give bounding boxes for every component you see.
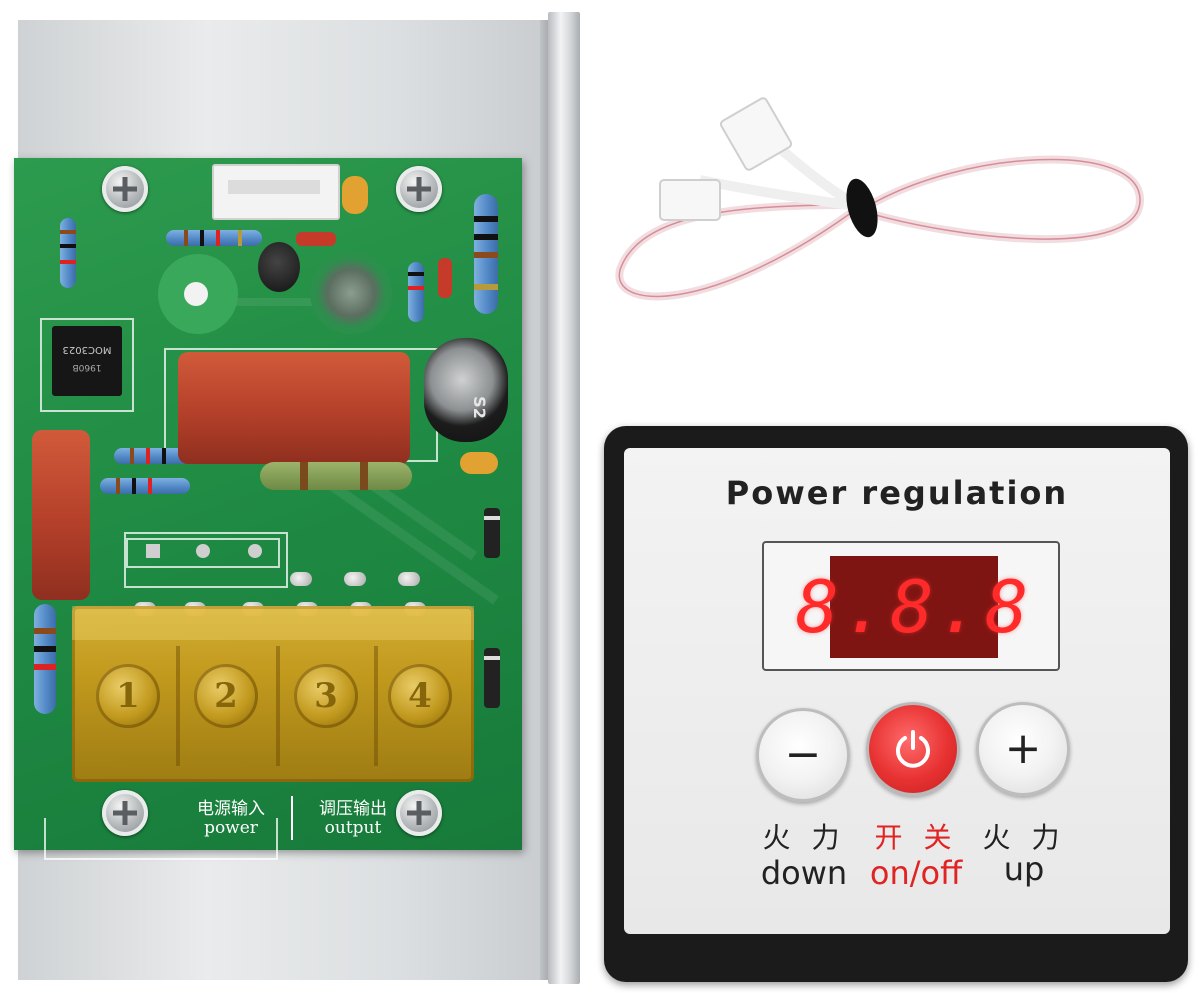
mounting-screw	[396, 166, 442, 212]
inductor	[260, 462, 412, 490]
solder-pad	[146, 544, 160, 558]
plus-icon: +	[1004, 723, 1042, 774]
pcb-trace	[329, 481, 499, 605]
resistor	[60, 218, 76, 288]
silkscreen-outline	[44, 818, 278, 860]
electrolytic-capacitor: S2	[424, 338, 508, 442]
zip-tie	[846, 178, 878, 238]
solder-pad	[398, 572, 420, 586]
terminal-screw-2[interactable]: 2	[194, 664, 258, 728]
minus-icon: −	[784, 729, 822, 780]
terminal-block: 1 2 3 4	[72, 606, 474, 782]
on-off-label-cn: 开 关	[874, 821, 958, 854]
silkscreen-outline	[124, 532, 288, 588]
on-off-label-en: on/off	[869, 854, 963, 892]
large-resistor	[474, 194, 498, 314]
silkscreen-outline	[126, 538, 280, 568]
terminal-divider	[176, 646, 180, 766]
cable-plug-large	[719, 97, 793, 171]
small-electrolytic-capacitor	[258, 242, 300, 292]
ceramic-capacitor	[342, 176, 368, 214]
terminal-screw-4[interactable]: 4	[388, 664, 452, 728]
down-label-en: down	[760, 854, 848, 892]
resistor	[166, 230, 262, 246]
potentiometer	[310, 252, 392, 334]
optocoupler-chip: MOC3023 1960B	[52, 326, 122, 396]
heatsink-fin	[548, 12, 580, 984]
white-connector	[212, 164, 340, 220]
capacitor-marking: S2	[469, 396, 489, 419]
terminal-screw-1[interactable]: 1	[96, 664, 160, 728]
resistor	[408, 262, 424, 322]
connector-cable	[615, 97, 1145, 301]
ceramic-capacitor	[460, 452, 498, 474]
pcb-mount-hole	[158, 254, 238, 334]
resistor	[34, 604, 56, 714]
power-down-button[interactable]: −	[756, 708, 850, 802]
up-label-en: up	[1003, 850, 1045, 888]
led-display	[830, 556, 998, 658]
terminal-cover-edge	[72, 606, 474, 640]
solder-pad	[248, 544, 262, 558]
chip-code: 1960B	[72, 362, 102, 372]
rectifier-diode	[484, 508, 500, 558]
terminal-divider	[374, 646, 378, 766]
silkscreen-outline	[40, 318, 134, 412]
control-panel-face	[624, 448, 1170, 934]
cable-plug-small	[659, 179, 721, 221]
terminal-screw-3[interactable]: 3	[294, 664, 358, 728]
rectifier-diode	[484, 648, 500, 708]
chip-marking: MOC3023	[62, 344, 112, 355]
power-input-label-cn: 电源输入	[197, 799, 265, 819]
film-capacitor	[178, 352, 410, 464]
panel-title: Power regulation	[725, 474, 1069, 512]
led-display-digits: 8.8.8	[795, 565, 1033, 649]
output-label-en: output	[324, 818, 382, 838]
solder-pad	[290, 572, 312, 586]
output-label-cn: 调压输出	[319, 799, 387, 819]
film-capacitor	[32, 430, 90, 600]
on-off-button[interactable]	[866, 702, 960, 796]
power-up-button[interactable]: +	[976, 702, 1070, 796]
heatsink-edge-shadow	[540, 20, 550, 980]
down-label-cn: 火 力	[762, 821, 846, 854]
pcb-trace	[174, 298, 354, 306]
mounting-screw	[396, 790, 442, 836]
power-input-label-en: power	[204, 818, 258, 838]
mounting-screw	[102, 790, 148, 836]
resistor	[100, 478, 190, 494]
power-icon	[896, 730, 930, 768]
diode	[296, 232, 336, 246]
connector-slot	[228, 180, 320, 194]
label-divider	[291, 796, 293, 840]
diode	[438, 258, 452, 298]
mounting-screw	[102, 166, 148, 212]
solder-pad	[196, 544, 210, 558]
terminal-divider	[276, 646, 280, 766]
solder-pad	[344, 572, 366, 586]
up-label-cn: 火 力	[982, 821, 1066, 854]
